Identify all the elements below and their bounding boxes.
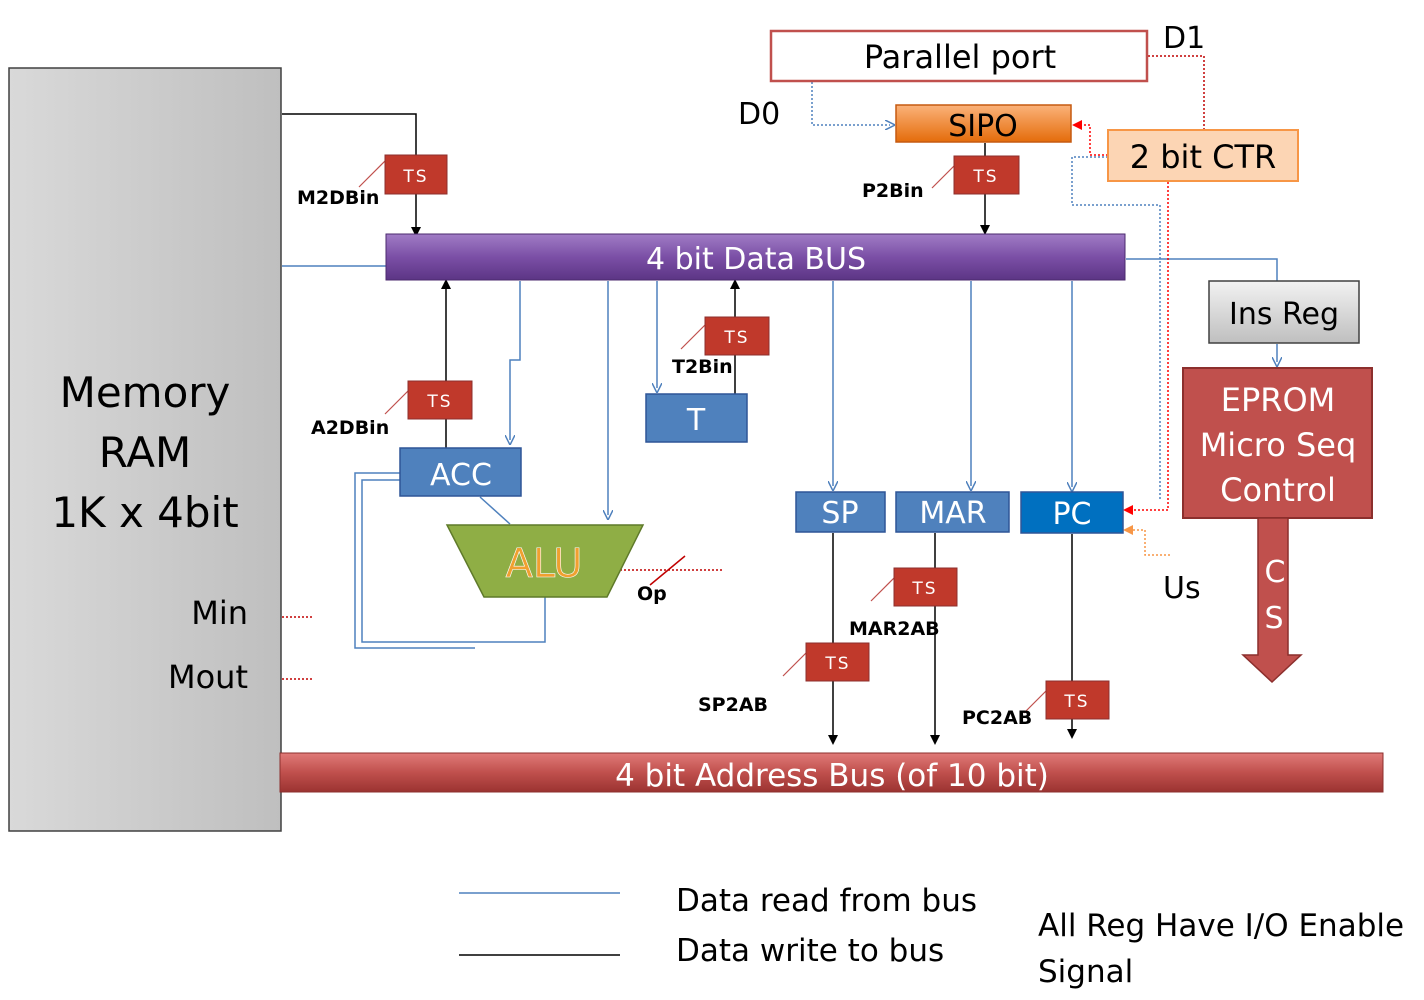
mar2ab-signal: MAR2AB — [849, 618, 940, 640]
databus-to-acc-wire — [510, 281, 521, 440]
memory-title: Memory — [60, 368, 231, 417]
m2dbin-signal: M2DBin — [297, 187, 379, 209]
ts-buffer-m2dbin: TS — [358, 154, 448, 195]
address-bus-label: 4 bit Address Bus (of 10 bit) — [615, 758, 1049, 794]
counter-to-pc-wire — [1123, 182, 1169, 515]
alu-output-wire — [361, 479, 546, 643]
svg-text:TS: TS — [824, 654, 850, 674]
data-bus — [385, 233, 1126, 281]
control-signal-arrow — [1241, 517, 1303, 684]
acc-label: ACC — [430, 458, 492, 493]
data-bus-label: 4 bit Data BUS — [646, 242, 866, 277]
counter-label: 2 bit CTR — [1130, 138, 1277, 176]
d1-to-counter-wire — [1148, 55, 1205, 130]
databus-to-insreg-wire — [1126, 258, 1278, 281]
legend-note-line2: Signal — [1038, 954, 1133, 990]
counter-block — [1107, 129, 1299, 182]
a2dbin-signal: A2DBin — [311, 417, 389, 439]
sp2ab-signal: SP2AB — [698, 694, 768, 716]
ts-buffer-sp2ab: TS — [782, 642, 870, 682]
pc-register — [1020, 491, 1124, 534]
acc-to-alu-wire — [479, 496, 511, 525]
ts-buffer-pc2ab: TS — [1023, 680, 1110, 720]
parallel-port-d0: D0 — [738, 97, 780, 132]
alu-feedback-loop — [354, 472, 475, 649]
svg-text:TS: TS — [911, 579, 937, 599]
t2bin-signal: T2Bin — [672, 356, 733, 378]
ts-buffer-a2dbin: TS — [384, 380, 473, 420]
parallel-port-label: Parallel port — [864, 38, 1056, 76]
t-register — [645, 393, 748, 443]
control-signal-c: C — [1265, 555, 1286, 590]
parallel-port-d1: D1 — [1163, 21, 1205, 56]
legend: Data read from bus Data write to bus All… — [459, 883, 1404, 990]
legend-read-label: Data read from bus — [676, 883, 977, 919]
memory-mout-signal: Mout — [168, 658, 248, 696]
ts-buffer-p2bin: TS — [931, 155, 1020, 195]
alu-block — [445, 524, 645, 598]
t-label: T — [686, 403, 706, 438]
pc-label: PC — [1052, 497, 1091, 532]
eprom-line3: Control — [1220, 471, 1336, 509]
op-signal: Op — [637, 583, 667, 605]
address-bus — [279, 752, 1384, 793]
svg-text:TS: TS — [426, 392, 452, 412]
ts-buffer-mar2ab: TS — [870, 567, 958, 607]
alu-label: ALU — [506, 541, 583, 587]
sp-register — [795, 491, 886, 533]
eprom-block — [1182, 367, 1373, 519]
ins-reg-block — [1208, 280, 1360, 344]
us-signal: Us — [1163, 571, 1201, 606]
counter-to-sipo-wire — [1072, 120, 1108, 156]
legend-write-label: Data write to bus — [676, 933, 944, 969]
counter-status-wire — [1071, 156, 1161, 500]
svg-text:TS: TS — [1063, 692, 1089, 712]
memory-type: RAM — [99, 428, 191, 477]
control-signal-s: S — [1264, 601, 1283, 636]
memory-size: 1K x 4bit — [51, 488, 238, 537]
memory-min-signal: Min — [191, 594, 248, 632]
eprom-line2: Micro Seq — [1200, 426, 1357, 464]
svg-text:TS: TS — [972, 167, 998, 187]
legend-note-line1: All Reg Have I/O Enable — [1038, 908, 1404, 944]
eprom-line1: EPROM — [1221, 381, 1336, 419]
svg-text:TS: TS — [402, 167, 428, 187]
p2bin-signal: P2Bin — [862, 180, 924, 202]
memory-block: Memory RAM 1K x 4bit Min Mout — [8, 67, 282, 832]
sipo-label: SIPO — [948, 109, 1018, 144]
parallel-port-block — [769, 29, 1149, 83]
op-control-slash — [649, 555, 686, 586]
sipo-block — [895, 104, 1072, 143]
ins-reg-label: Ins Reg — [1229, 297, 1339, 332]
us-to-pc-wire — [1123, 525, 1170, 556]
ts-buffer-t2bin: TS — [680, 316, 770, 356]
d0-to-sipo-wire — [811, 82, 890, 125]
sp-label: SP — [821, 496, 858, 531]
mar-label: MAR — [919, 496, 986, 531]
svg-text:TS: TS — [723, 328, 749, 348]
mar-register — [895, 491, 1010, 533]
pc2ab-signal: PC2AB — [962, 707, 1032, 729]
acc-register — [399, 447, 522, 497]
